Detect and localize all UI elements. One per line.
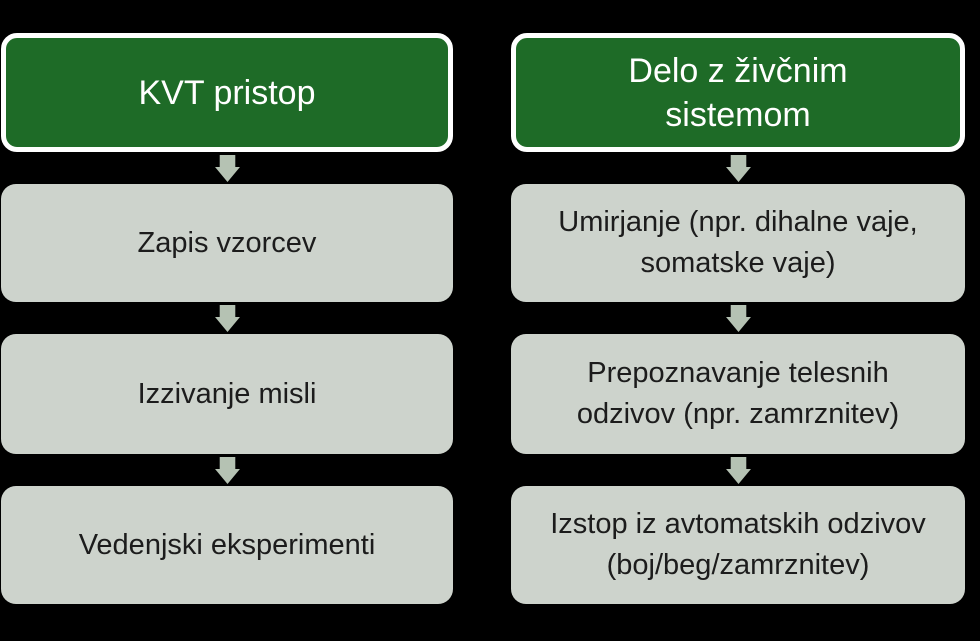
step-box-izstop-iz-odzivov: Izstop iz avtomatskih odzivov (boj/beg/z… bbox=[511, 486, 965, 604]
column-header-zivcni-sistem: Delo z živčnim sistemom bbox=[511, 33, 965, 152]
arrow-wrap bbox=[1, 152, 453, 184]
step-label: Zapis vzorcev bbox=[137, 226, 317, 259]
flow-column-zivcni-sistem: Delo z živčnim sistemom Umirjanje (npr. … bbox=[511, 33, 965, 604]
step-label: Vedenjski eksperimenti bbox=[78, 528, 376, 561]
column-header-kvt: KVT pristop bbox=[1, 33, 453, 152]
down-arrow-icon bbox=[725, 456, 751, 484]
down-arrow-icon bbox=[214, 456, 240, 484]
column-header-label: KVT pristop bbox=[138, 73, 316, 112]
arrow-wrap bbox=[511, 152, 965, 184]
down-arrow-icon bbox=[214, 304, 240, 332]
down-arrow-icon bbox=[214, 154, 240, 182]
down-arrow-icon bbox=[725, 154, 751, 182]
step-label: Izzivanje misli bbox=[137, 377, 317, 410]
step-label: Umirjanje (npr. dihalne vaje, somatske v… bbox=[558, 206, 918, 279]
column-header-label: Delo z živčnim sistemom bbox=[628, 51, 848, 134]
step-label: Izstop iz avtomatskih odzivov (boj/beg/z… bbox=[550, 508, 926, 581]
step-box-izzivanje-misli: Izzivanje misli bbox=[1, 334, 453, 454]
step-label: Prepoznavanje telesnih odzivov (npr. zam… bbox=[576, 357, 900, 430]
arrow-wrap bbox=[1, 454, 453, 486]
step-box-vedenjski-eksperimenti: Vedenjski eksperimenti bbox=[1, 486, 453, 604]
arrow-wrap bbox=[1, 302, 453, 334]
down-arrow-icon bbox=[725, 304, 751, 332]
step-box-umirjanje: Umirjanje (npr. dihalne vaje, somatske v… bbox=[511, 184, 965, 302]
step-box-zapis-vzorcev: Zapis vzorcev bbox=[1, 184, 453, 302]
arrow-wrap bbox=[511, 302, 965, 334]
step-box-prepoznavanje-odzivov: Prepoznavanje telesnih odzivov (npr. zam… bbox=[511, 334, 965, 454]
flow-column-kvt: KVT pristop Zapis vzorcev Izzivanje misl… bbox=[1, 33, 453, 604]
arrow-wrap bbox=[511, 454, 965, 486]
